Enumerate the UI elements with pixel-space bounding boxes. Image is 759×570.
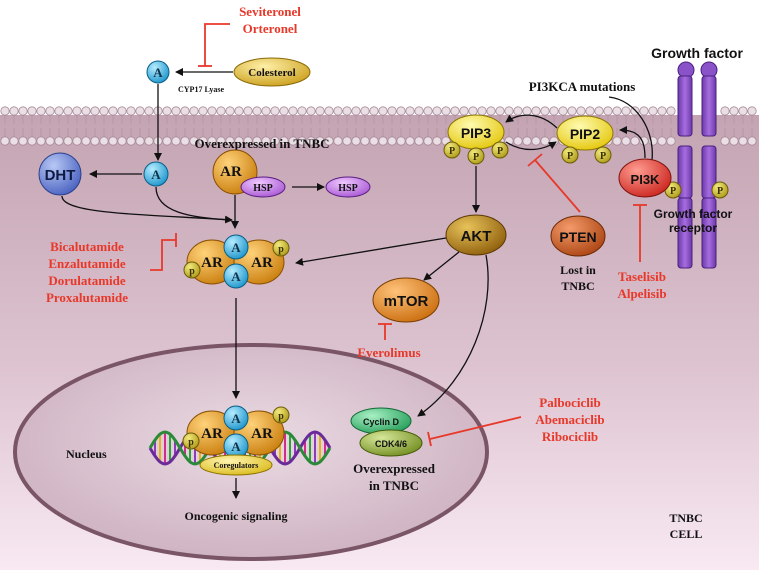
pten-note-line-1: Lost in: [560, 263, 596, 277]
androgen-symbol: A: [151, 167, 161, 182]
nucleus-label: Nucleus: [66, 447, 107, 461]
phospho-label: p: [278, 244, 284, 255]
phosphate-label: P: [473, 152, 479, 163]
pip2-phosphate: [561, 146, 579, 164]
akt-to-mtor-arrow: [423, 251, 460, 281]
growth-factor-label: Growth factor: [651, 45, 743, 61]
akt-to-ar-arrow: [295, 237, 447, 266]
cdk-inhibition-bar: [427, 431, 432, 447]
phospho-label: p: [189, 266, 195, 277]
antiandrogen-inhibition-line: [150, 239, 176, 271]
pip2-label: PIP2: [570, 126, 601, 142]
androgen-node-top: [146, 60, 170, 84]
alpelisib-label: Alpelisib: [617, 286, 666, 301]
mtor-node: [372, 277, 440, 323]
ar-label: AR: [251, 426, 273, 442]
ar-dimer-nuclear: [182, 405, 290, 476]
androgen-symbol: A: [231, 439, 241, 454]
ar-label: AR: [220, 164, 242, 180]
tnbc-cell-label-line-1: TNBC: [669, 511, 702, 525]
cdk46-label: CDK4/6: [375, 439, 407, 449]
enzalutamide-label: Enzalutamide: [48, 256, 126, 271]
phosphate-label: P: [670, 186, 676, 197]
pi3k-activation-arrow: [619, 126, 646, 159]
androgen-symbol: A: [231, 411, 241, 426]
phosphate-label: P: [497, 146, 503, 157]
androgen-node-cytoplasm: [143, 161, 169, 187]
ar-overexpressed-note: Overexpressed in TNBC: [194, 136, 329, 151]
cdk-overexpressed-line-2: in TNBC: [369, 478, 419, 493]
phosphate-label: P: [449, 146, 455, 157]
phosphate-label: P: [600, 151, 606, 162]
proxalutamide-label: Proxalutamide: [46, 290, 128, 305]
phospho-label: p: [188, 437, 194, 448]
androgen-symbol: A: [231, 240, 241, 255]
androgen-symbol: A: [153, 65, 163, 80]
pi3kca-mutations-note: PI3KCA mutations: [529, 79, 636, 94]
dht-label: DHT: [45, 167, 76, 184]
coregulators-label: Coregulators: [214, 461, 259, 470]
phosphate-label: P: [567, 151, 573, 162]
seviteronel-label: Seviteronel: [239, 4, 301, 19]
growth-factor-receptor: [664, 61, 729, 269]
akt-node: [445, 214, 507, 256]
hsp-label: HSP: [338, 183, 357, 194]
pip3-phosphate: [443, 141, 461, 159]
cyp17-lyase-label: CYP17 Lyase: [178, 85, 224, 94]
pip3-label: PIP3: [461, 125, 492, 141]
everolimus-label: Everolimus: [357, 345, 420, 360]
pip2-to-pip3-arrow: [505, 114, 558, 129]
phospho-label: p: [278, 411, 284, 422]
ar-label: AR: [201, 255, 223, 271]
hsp-label: HSP: [253, 183, 272, 194]
pten-label: PTEN: [559, 229, 596, 245]
mutation-pointer: [608, 96, 653, 161]
akt-to-cdk-arrow: [417, 254, 489, 417]
pi3k-label: PI3K: [631, 172, 661, 187]
androgen-symbol: A: [231, 269, 241, 284]
cyclin-d-label: Cyclin D: [363, 417, 400, 427]
orteronel-label: Orteronel: [243, 21, 298, 36]
dorulatamide-label: Dorulatamide: [48, 273, 126, 288]
cdk46-node: [359, 429, 423, 457]
pip2-node: [556, 115, 614, 151]
hsp-free: [325, 176, 371, 198]
pip2-phosphate: [594, 146, 612, 164]
taselisib-label: Taselisib: [618, 269, 666, 284]
oncogenic-signaling-label: Oncogenic signaling: [184, 509, 287, 523]
pip3-phosphate: [467, 147, 485, 165]
cholesterol-node: [233, 57, 311, 87]
pten-action-bar: [527, 153, 543, 167]
hsp-bound: [240, 176, 286, 198]
pip3-to-pip2-arrow: [505, 141, 557, 151]
pi3k-node: [618, 158, 672, 198]
receptor-label-line-2: receptor: [669, 221, 717, 235]
tnbc-cell-label-line-2: CELL: [670, 527, 703, 541]
ar-dimer-cytoplasm: [183, 234, 290, 289]
mtor-label: mTOR: [384, 293, 429, 310]
receptor-label-line-1: Growth factor: [654, 207, 733, 221]
cdk-inhibition-line: [429, 416, 522, 440]
dht-node: [38, 152, 82, 196]
palbociclib-label: Palbociclib: [539, 395, 600, 410]
pten-action-line: [534, 159, 581, 213]
dht-to-ar-arrow: [61, 195, 233, 224]
pten-note-line-2: TNBC: [561, 279, 594, 293]
cyp17-inhibition-line: [204, 23, 230, 66]
androgen-to-ar-arrow: [155, 186, 233, 221]
abemaciclib-label: Abemaciclib: [535, 412, 604, 427]
phosphate-label: P: [717, 186, 723, 197]
cholesterol-label: Colesterol: [248, 67, 295, 79]
ar-label: AR: [201, 426, 223, 442]
ar-label: AR: [251, 255, 273, 271]
cdk-overexpressed-line-1: Overexpressed: [353, 461, 436, 476]
akt-label: AKT: [461, 228, 492, 245]
pten-node: [550, 215, 606, 257]
pip3-phosphate: [491, 141, 509, 159]
ribociclib-label: Ribociclib: [542, 429, 598, 444]
bicalutamide-label: Bicalutamide: [50, 239, 124, 254]
